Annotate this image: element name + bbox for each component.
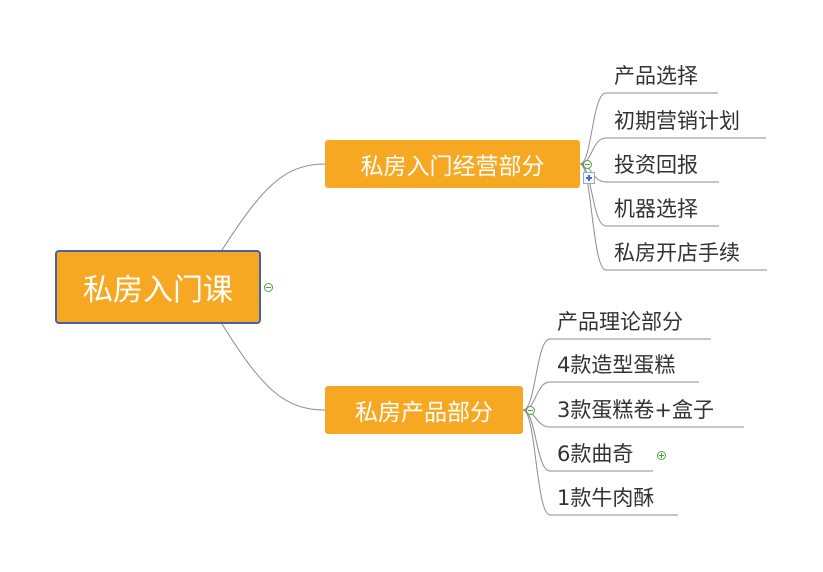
leaf-product-selection[interactable]: 产品选择 bbox=[614, 64, 698, 88]
branch-products-collapse-icon[interactable] bbox=[526, 406, 535, 415]
leaf-initial-marketing-plan[interactable]: 初期营销计划 bbox=[614, 109, 740, 133]
leaf-investment-return[interactable]: 投资回报 bbox=[614, 153, 698, 177]
leaf-shop-procedures[interactable]: 私房开店手续 bbox=[614, 241, 740, 265]
leaf-cookies-expand-icon[interactable] bbox=[657, 451, 666, 460]
leaf-beef-pastry[interactable]: 1款牛肉酥 bbox=[557, 486, 655, 510]
root-collapse-icon[interactable] bbox=[264, 283, 273, 292]
connector-b1-leaf-5 bbox=[579, 163, 767, 271]
leaf-product-theory[interactable]: 产品理论部分 bbox=[557, 310, 683, 334]
connector-b2-leaf-5 bbox=[522, 409, 678, 516]
add-topic-icon[interactable] bbox=[583, 172, 595, 184]
branch-node-products-label: 私房产品部分 bbox=[355, 400, 493, 426]
connector-root-branch-1 bbox=[221, 163, 326, 251]
branch-node-operations[interactable]: 私房入门经营部分 bbox=[325, 140, 580, 188]
leaf-cookies[interactable]: 6款曲奇 bbox=[557, 442, 634, 466]
branch-node-products[interactable]: 私房产品部分 bbox=[325, 386, 523, 434]
leaf-shaped-cakes[interactable]: 4款造型蛋糕 bbox=[557, 353, 676, 377]
root-node[interactable]: 私房入门课 bbox=[55, 250, 261, 324]
leaf-cake-rolls-box[interactable]: 3款蛋糕卷+盒子 bbox=[557, 398, 714, 422]
branch-node-operations-label: 私房入门经营部分 bbox=[360, 154, 545, 180]
branch-operations-collapse-icon[interactable] bbox=[583, 160, 592, 169]
connector-root-branch-2 bbox=[221, 323, 326, 411]
root-node-label: 私房入门课 bbox=[83, 273, 233, 308]
leaf-machine-selection[interactable]: 机器选择 bbox=[614, 197, 698, 221]
